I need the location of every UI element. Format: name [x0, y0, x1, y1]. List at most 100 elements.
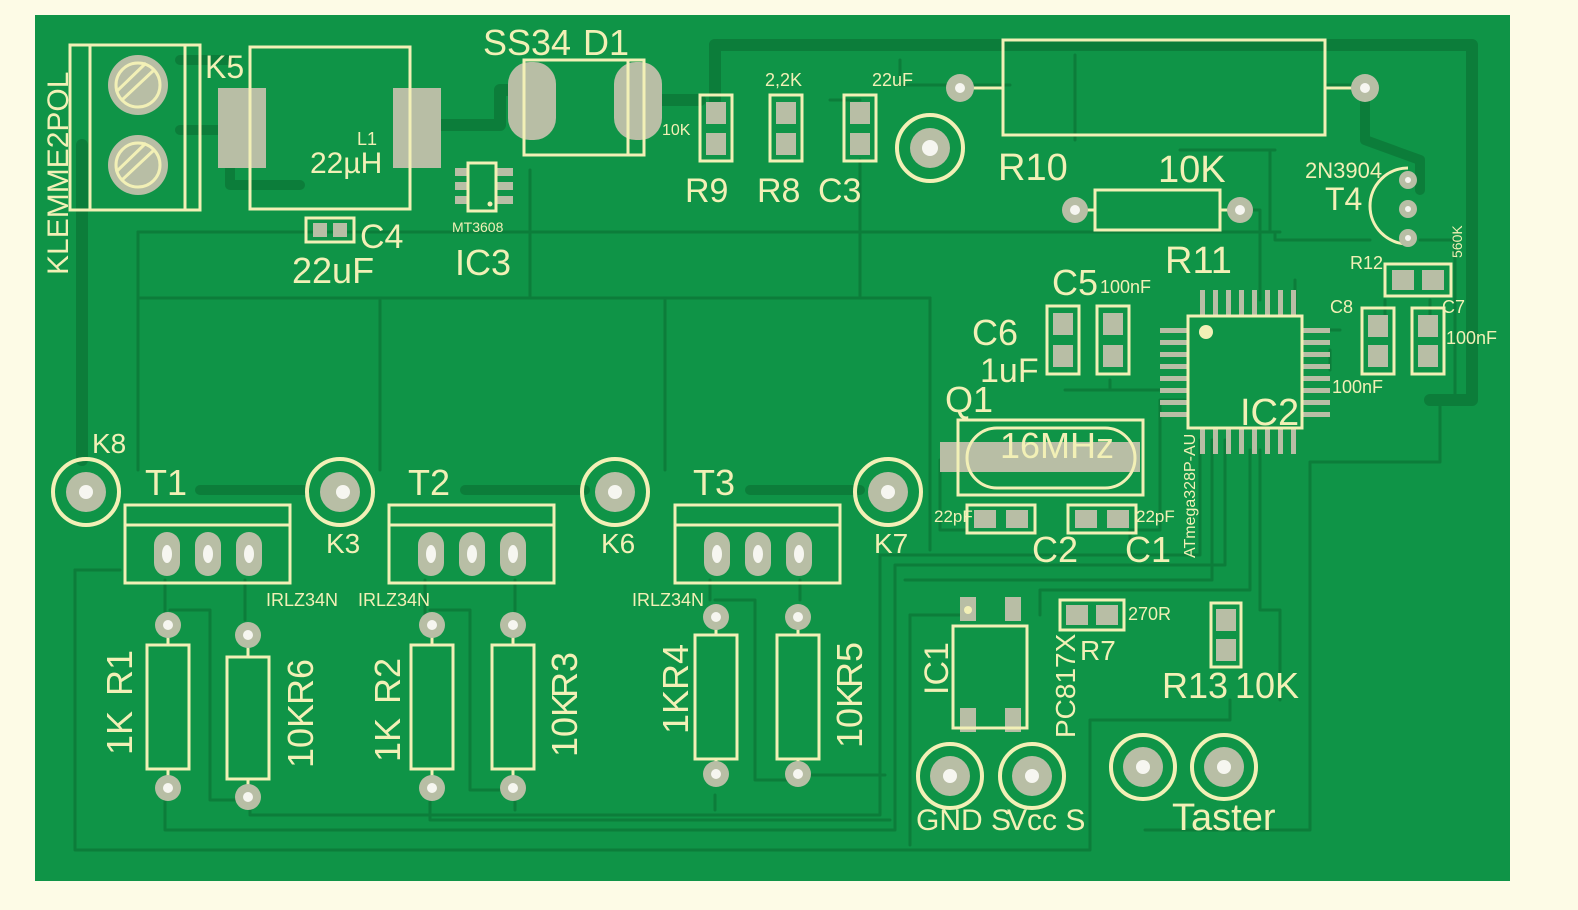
- label-gnd-s: GND S: [916, 804, 1011, 837]
- label-r8: R8: [757, 172, 800, 210]
- ic2-pin: [1302, 388, 1330, 393]
- ic2-pin: [1239, 290, 1244, 316]
- capacitor-c3: [842, 93, 878, 163]
- label-k3: K3: [326, 528, 360, 559]
- label-t1-part: IRLZ34N: [266, 590, 338, 610]
- label-t1: T1: [145, 462, 187, 503]
- ic2-pin: [1160, 364, 1188, 369]
- pad-taster-1: [1109, 733, 1177, 801]
- label-c2-value: 22pF: [934, 507, 973, 526]
- label-k8: K8: [92, 428, 126, 459]
- resistor-r3: [490, 612, 536, 801]
- ic2-pin: [1213, 428, 1218, 454]
- mosfet-t2: [387, 503, 556, 585]
- mosfet-t1: [123, 503, 292, 585]
- label-r3: R3: [544, 652, 585, 698]
- crystal-q1: [940, 418, 1145, 497]
- ic2-pin: [1239, 428, 1244, 454]
- ic2-pin: [1265, 428, 1270, 454]
- ic-ic3: [455, 161, 513, 213]
- pad-k8: [51, 457, 121, 527]
- pad-k6: [580, 457, 650, 527]
- resistor-r13: [1209, 601, 1243, 669]
- label-c4: C4: [360, 218, 403, 256]
- label-c2: C2: [1032, 529, 1078, 570]
- label-t4: T4: [1325, 181, 1362, 217]
- capacitor-c2: [965, 503, 1037, 535]
- label-r13: R13: [1162, 665, 1228, 706]
- resistor-r9: [698, 93, 734, 163]
- pad-k3: [305, 457, 375, 527]
- label-r5-value: 10K: [829, 684, 870, 748]
- label-ic3-part: MT3608: [452, 219, 504, 235]
- label-c6: C6: [972, 312, 1018, 353]
- label-t2: T2: [408, 462, 450, 503]
- ic2-pin: [1200, 290, 1205, 316]
- label-r4: R4: [655, 644, 696, 690]
- label-r13-value: 10K: [1235, 665, 1299, 706]
- ic2-pin: [1302, 364, 1330, 369]
- label-r2: R2: [367, 658, 408, 704]
- label-t4-part: 2N3904: [1305, 158, 1382, 183]
- ic2-pin: [1226, 428, 1231, 454]
- pad-k7: [853, 457, 923, 527]
- capacitor-c7: [1410, 306, 1446, 376]
- capacitor-c5: [1095, 304, 1131, 376]
- ic2-pin: [1265, 290, 1270, 316]
- mcu-ic2: [1160, 290, 1330, 454]
- label-taster: Taster: [1172, 797, 1276, 839]
- vertical-resistors: [145, 604, 821, 810]
- label-t2-part: IRLZ34N: [358, 590, 430, 610]
- label-r12-value: 560K: [1449, 225, 1465, 258]
- label-r3-value: 10K: [544, 693, 585, 757]
- label-r10: R10: [998, 147, 1068, 189]
- label-r5: R5: [829, 642, 870, 688]
- copper-traces: [73, 39, 1478, 852]
- label-c8: C8: [1330, 297, 1353, 317]
- label-ic2: IC2: [1240, 392, 1299, 434]
- capacitor-c6: [1045, 304, 1081, 376]
- label-r6: R6: [280, 659, 321, 705]
- label-r7-value: 270R: [1128, 604, 1171, 624]
- label-c5-value: 100nF: [1100, 277, 1151, 297]
- ic2-pin: [1302, 352, 1330, 357]
- pad-vcc-s: [998, 742, 1066, 810]
- label-r9-value: 10K: [662, 122, 691, 139]
- resistor-r2: [409, 612, 455, 801]
- terminal-k5: [68, 43, 202, 212]
- optocoupler-ic1: [951, 597, 1029, 732]
- label-klemme2pol: KLEMME2POL: [42, 72, 75, 275]
- ic2-pin: [1291, 290, 1296, 316]
- label-r7: R7: [1080, 635, 1116, 666]
- ic2-pin: [1200, 428, 1205, 454]
- label-r1-value: 1K: [99, 711, 140, 755]
- label-d1: D1: [583, 22, 629, 63]
- ic2-pin: [1302, 340, 1330, 345]
- resistor-r7: [1058, 598, 1126, 632]
- diode-d1: [508, 58, 662, 157]
- label-r2-value: 1K: [367, 718, 408, 762]
- label-c4-value: 22uF: [292, 250, 374, 291]
- label-c7-value: 100nF: [1446, 328, 1497, 348]
- mosfet-t3: [673, 503, 842, 585]
- ic2-pin: [1252, 428, 1257, 454]
- board-substrate: [35, 15, 1510, 881]
- label-r4-value: 1K: [655, 690, 696, 734]
- via-hole-icon: [895, 113, 965, 183]
- label-c6-value: 1uF: [980, 352, 1039, 390]
- label-r8-value: 2,2K: [765, 70, 802, 90]
- capacitor-c8: [1360, 306, 1396, 376]
- ic2-pin: [1213, 290, 1218, 316]
- ic2-pin: [1160, 412, 1188, 417]
- resistor-r1: [145, 612, 191, 801]
- label-c7: C7: [1442, 297, 1465, 317]
- label-l1-value: 22µH: [310, 147, 382, 180]
- label-c3-value: 22uF: [872, 70, 913, 90]
- resistor-r5: [775, 604, 821, 787]
- label-t3-part: IRLZ34N: [632, 590, 704, 610]
- ic2-pin: [1302, 412, 1330, 417]
- resistor-r4: [693, 604, 739, 787]
- label-ic1-part: PC817X: [1050, 633, 1081, 738]
- label-c1: C1: [1125, 529, 1171, 570]
